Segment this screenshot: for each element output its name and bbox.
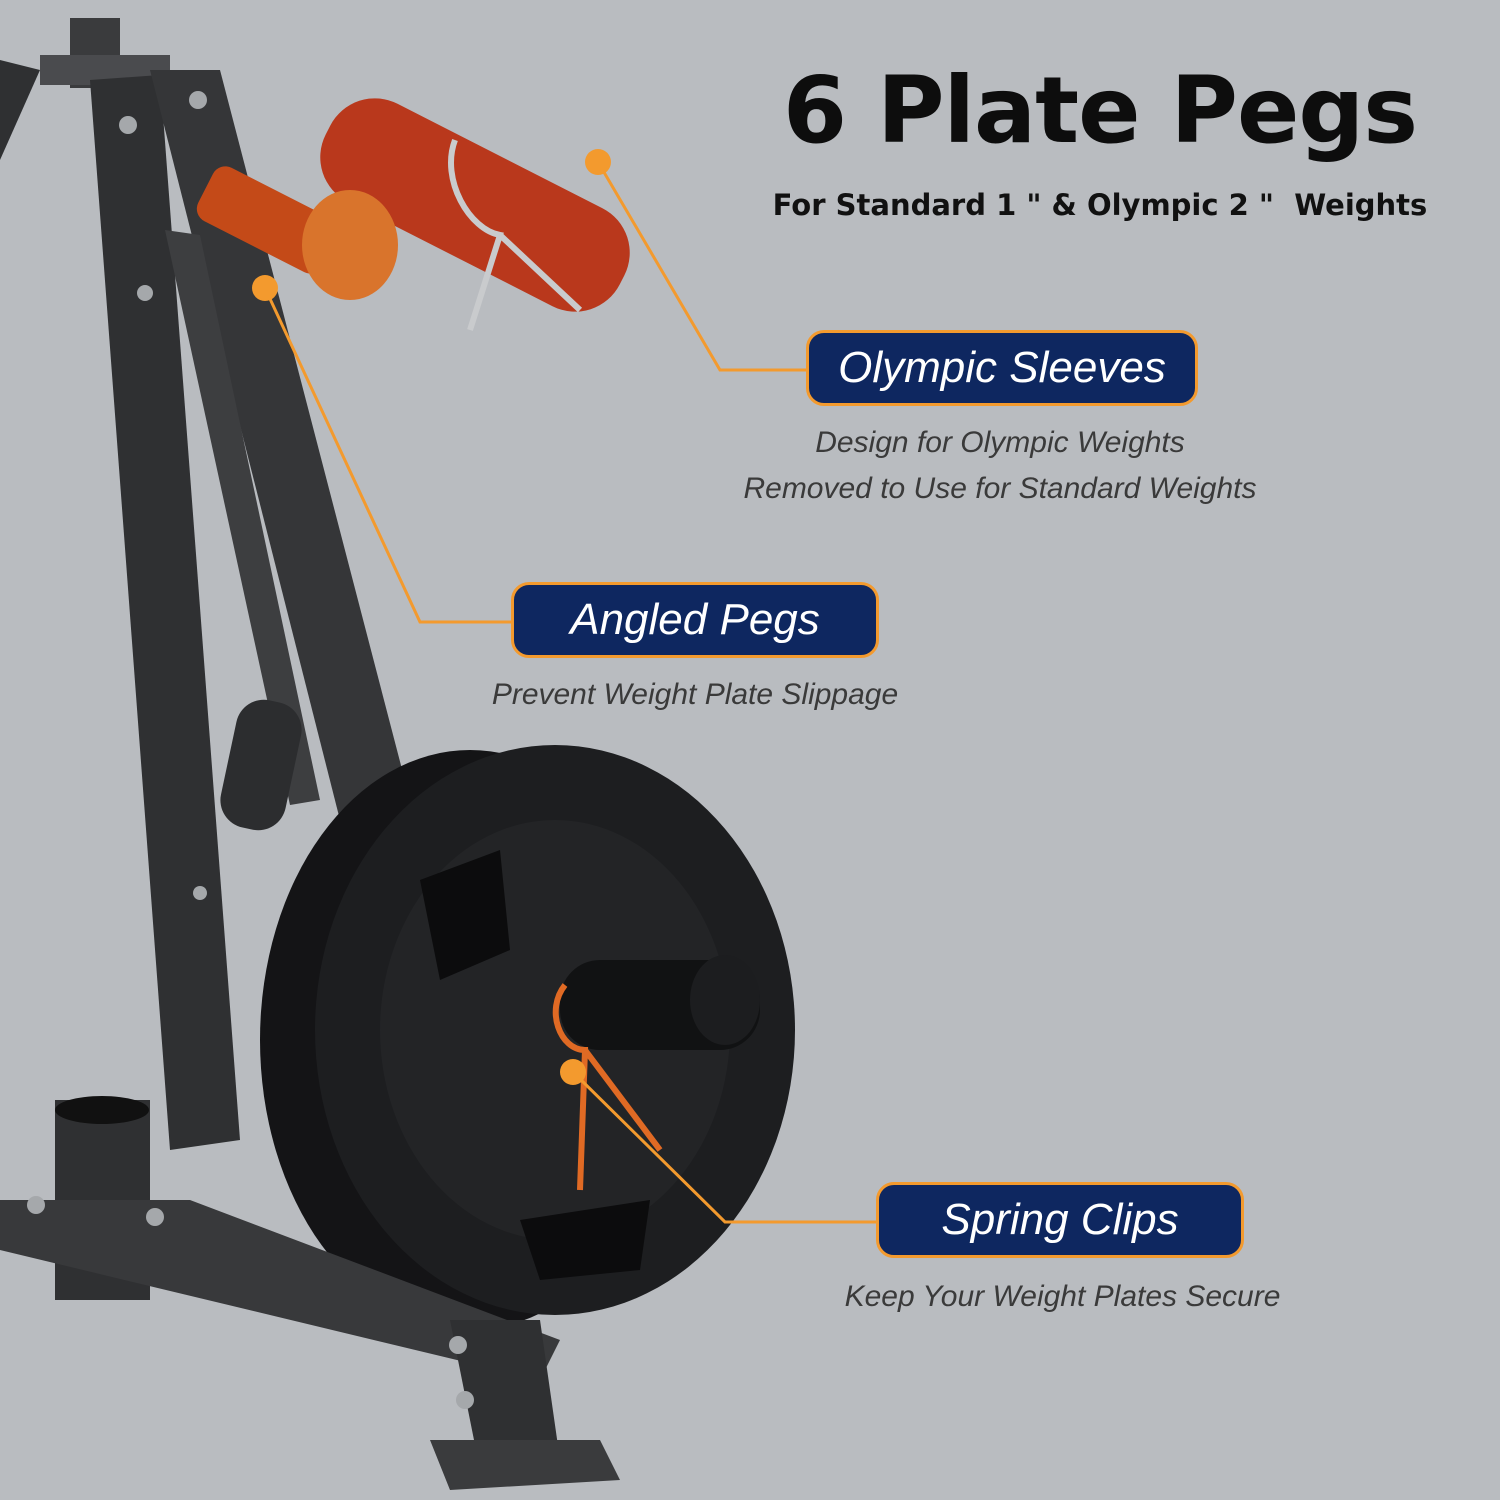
bolt [146, 1208, 164, 1226]
base-arm [0, 1200, 560, 1380]
bolt [189, 91, 207, 109]
sleeve-spring-clip [448, 138, 583, 331]
callout-desc-olympic-sleeves: Design for Olympic Weights Removed to Us… [700, 420, 1300, 512]
callout-line-clips [571, 1070, 878, 1224]
frame-arm-left [0, 60, 40, 160]
callout-label-olympic-sleeves: Olympic Sleeves [806, 330, 1198, 406]
callout-desc-spring-clips: Keep Your Weight Plates Secure [800, 1274, 1325, 1320]
olympic-sleeve [320, 98, 630, 312]
callout-line-angled [263, 287, 512, 624]
bolt [137, 285, 153, 301]
base-foot [430, 1440, 620, 1490]
frame-leg-front [90, 75, 240, 1150]
callout-dot-clips [560, 1059, 586, 1085]
callout-desc-line: Prevent Weight Plate Slippage [491, 678, 899, 711]
plate-handle-hole [520, 1200, 650, 1280]
callout-dot-sleeves [585, 149, 611, 175]
callout-desc-line: Design for Olympic Weights [815, 426, 1185, 459]
bolt [193, 886, 207, 900]
callout-line-sleeves [596, 161, 808, 372]
page-subtitle: For Standard 1 " & Olympic 2 " Weights [772, 188, 1428, 222]
sleeve-collar [302, 190, 398, 300]
callout-dot-angled [252, 275, 278, 301]
peg-middle [220, 699, 302, 831]
callout-desc-line: Keep Your Weight Plates Secure [844, 1280, 1281, 1313]
bolt [456, 1391, 474, 1409]
plate-handle-hole [420, 850, 510, 980]
frame-leg-inner [165, 230, 320, 805]
frame-leg-back [150, 70, 410, 820]
callout-desc-line: Removed to Use for Standard Weights [743, 472, 1257, 505]
base-leg [450, 1320, 560, 1470]
bolt [27, 1196, 45, 1214]
bolt [119, 116, 137, 134]
callout-label-angled-pegs: Angled Pegs [511, 582, 879, 658]
bolt [449, 1336, 467, 1354]
plate-spring-clip [552, 983, 663, 1191]
callout-desc-angled-pegs: Prevent Weight Plate Slippage [440, 672, 950, 718]
page-title: 6 Plate Pegs [783, 57, 1418, 164]
callout-label-spring-clips: Spring Clips [876, 1182, 1244, 1258]
base-post-opening [55, 1096, 149, 1124]
plate-peg-end [690, 955, 760, 1045]
